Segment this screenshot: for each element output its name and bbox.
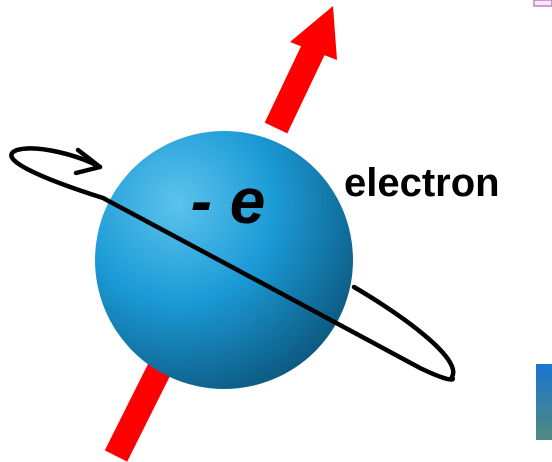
rotation-arrowhead-icon xyxy=(73,147,103,176)
corner-thumbnail-fragment xyxy=(536,364,552,440)
orbit-ring-right-back xyxy=(351,284,456,380)
orbit-ring-front xyxy=(100,195,456,382)
particle-label: electron xyxy=(344,161,500,205)
spin-arrow-icon xyxy=(290,6,337,60)
corner-box-fragment xyxy=(533,0,552,7)
spin-axis-upper xyxy=(264,40,327,134)
charge-label: - e xyxy=(191,165,266,237)
electron-sphere xyxy=(95,131,353,389)
orbit-ring-back xyxy=(9,146,106,201)
